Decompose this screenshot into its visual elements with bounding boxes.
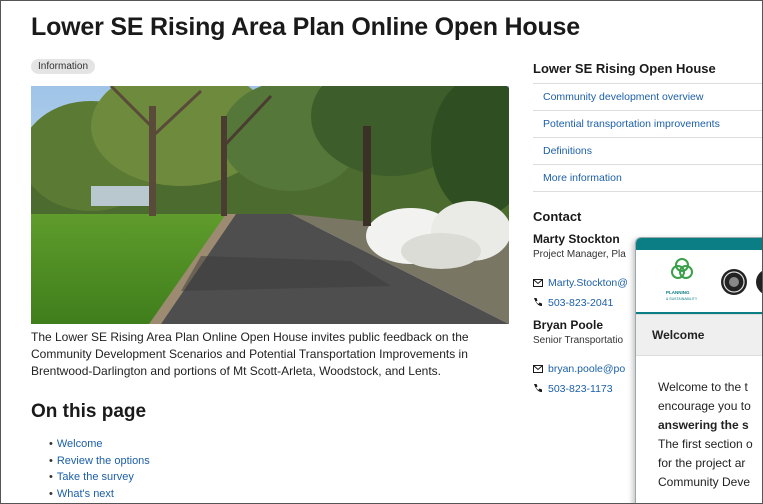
information-badge: Information xyxy=(31,59,96,74)
contact-heading: Contact xyxy=(533,209,582,224)
page-description: The Lower SE Rising Area Plan Online Ope… xyxy=(31,330,469,378)
contact-email-marty-text: Marty.Stockton@ xyxy=(548,277,628,289)
sidebar-item-community-development[interactable]: Community development overview xyxy=(533,84,762,111)
toc-link-welcome[interactable]: Welcome xyxy=(56,438,103,450)
contact-role-marty: Project Manager, Pla xyxy=(533,249,626,260)
contact-name-marty: Marty Stockton xyxy=(533,232,620,246)
modal-welcome-tab: Welcome xyxy=(636,314,762,356)
modal-body-line: encourage you to xyxy=(658,399,751,413)
contact-role-bryan: Senior Transportatio xyxy=(533,335,624,346)
modal-header-bar: PLANNING & SUSTAINABILITY xyxy=(636,238,762,314)
planning-sustainability-logo: PLANNING & SUSTAINABILITY xyxy=(666,258,762,301)
envelope-icon xyxy=(533,365,543,373)
envelope-icon xyxy=(533,279,543,287)
contact-email-marty[interactable]: Marty.Stockton@ xyxy=(533,277,628,289)
sidebar-nav: Community development overview Potential… xyxy=(533,83,762,192)
on-this-page-heading: On this page xyxy=(31,401,147,422)
on-this-page-list: Welcome Review the options Take the surv… xyxy=(49,436,150,502)
hero-photo xyxy=(31,86,509,324)
svg-text:PLANNING: PLANNING xyxy=(666,290,690,295)
toc-link-take-survey[interactable]: Take the survey xyxy=(56,471,134,483)
modal-body-line: Welcome to the t xyxy=(658,380,748,394)
contact-phone-marty-text: 503-823-2041 xyxy=(548,297,614,309)
modal-logo-area: PLANNING & SUSTAINABILITY xyxy=(636,250,762,312)
phone-icon xyxy=(534,298,542,307)
modal-body-line: The first section o xyxy=(658,437,753,451)
modal-body: Welcome to the t encourage you to answer… xyxy=(636,356,762,492)
contact-phone-bryan-text: 503-823-1173 xyxy=(548,383,613,395)
modal-body-line: Community Deve xyxy=(658,475,751,489)
contact-email-bryan[interactable]: bryan.poole@po xyxy=(533,363,625,375)
sidebar-heading: Lower SE Rising Open House xyxy=(533,61,716,76)
modal-body-line: for the project ar xyxy=(658,456,746,470)
sidebar-item-transportation-improvements[interactable]: Potential transportation improvements xyxy=(533,111,762,138)
phone-icon xyxy=(534,384,542,393)
modal-body-line-bold: answering the s xyxy=(658,418,749,432)
toc-link-whats-next[interactable]: What's next xyxy=(56,487,114,500)
page-title: Lower SE Rising Area Plan Online Open Ho… xyxy=(31,13,580,41)
contact-name-bryan: Bryan Poole xyxy=(533,318,604,332)
toc-item-review-options: Review the options xyxy=(49,453,150,470)
toc-item-take-survey: Take the survey xyxy=(49,469,150,486)
toc-item-welcome: Welcome xyxy=(49,436,150,453)
sidebar-item-more-information[interactable]: More information xyxy=(533,165,762,192)
contact-phone-bryan[interactable]: 503-823-1173 xyxy=(533,383,613,395)
sidebar-item-definitions[interactable]: Definitions xyxy=(533,138,762,165)
toc-item-whats-next: What's next xyxy=(49,486,150,503)
toc-link-review-options[interactable]: Review the options xyxy=(56,454,150,467)
svg-text:& SUSTAINABILITY: & SUSTAINABILITY xyxy=(666,297,698,301)
contact-email-bryan-text: bryan.poole@po xyxy=(548,363,626,375)
contact-phone-marty[interactable]: 503-823-2041 xyxy=(533,297,613,309)
welcome-modal: PLANNING & SUSTAINABILITY Welcome Welcom… xyxy=(635,237,762,503)
